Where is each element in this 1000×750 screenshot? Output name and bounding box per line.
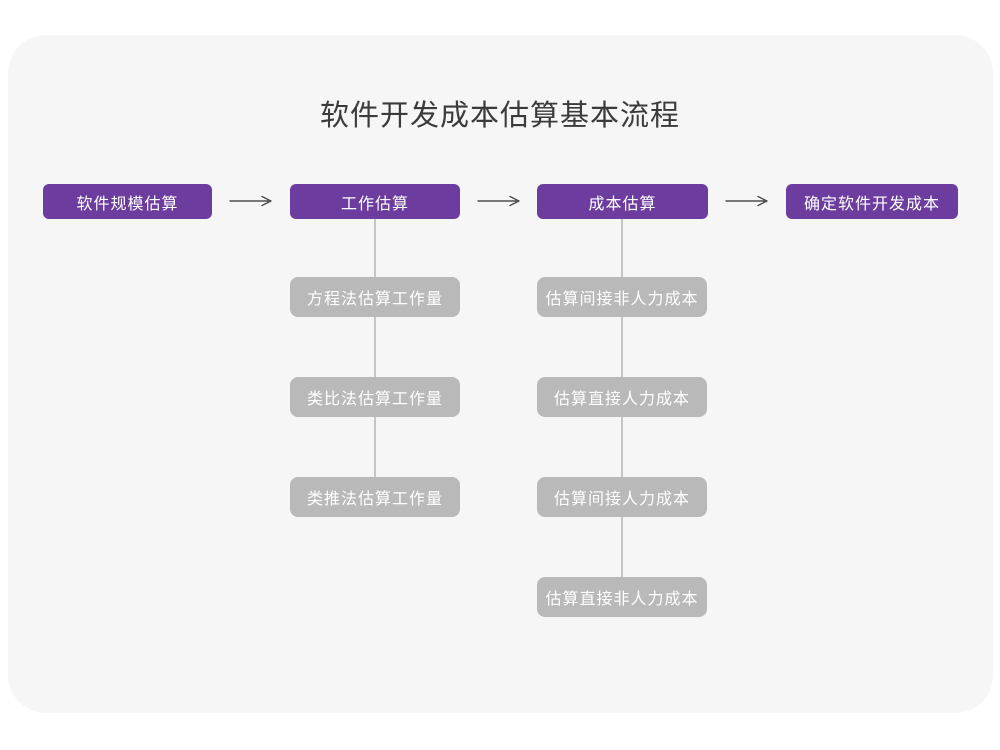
work-method-box: 方程法估算工作量 [290,277,460,317]
connector-line-work [374,219,376,497]
cost-step-box: 估算间接人力成本 [537,477,707,517]
arrow-right-icon [229,195,273,207]
flow-step-determine-cost: 确定软件开发成本 [786,184,958,219]
cost-step-box: 估算直接非人力成本 [537,577,707,617]
work-method-box: 类推法估算工作量 [290,477,460,517]
arrow-right-icon [725,195,769,207]
work-method-box: 类比法估算工作量 [290,377,460,417]
flow-step-software-scale: 软件规模估算 [43,184,212,219]
cost-step-box: 估算直接人力成本 [537,377,707,417]
flow-step-cost-estimation: 成本估算 [537,184,708,219]
diagram-card [8,35,993,713]
arrow-right-icon [477,195,521,207]
cost-step-box: 估算间接非人力成本 [537,277,707,317]
diagram-title: 软件开发成本估算基本流程 [319,100,680,132]
flow-step-work-estimation: 工作估算 [290,184,460,219]
